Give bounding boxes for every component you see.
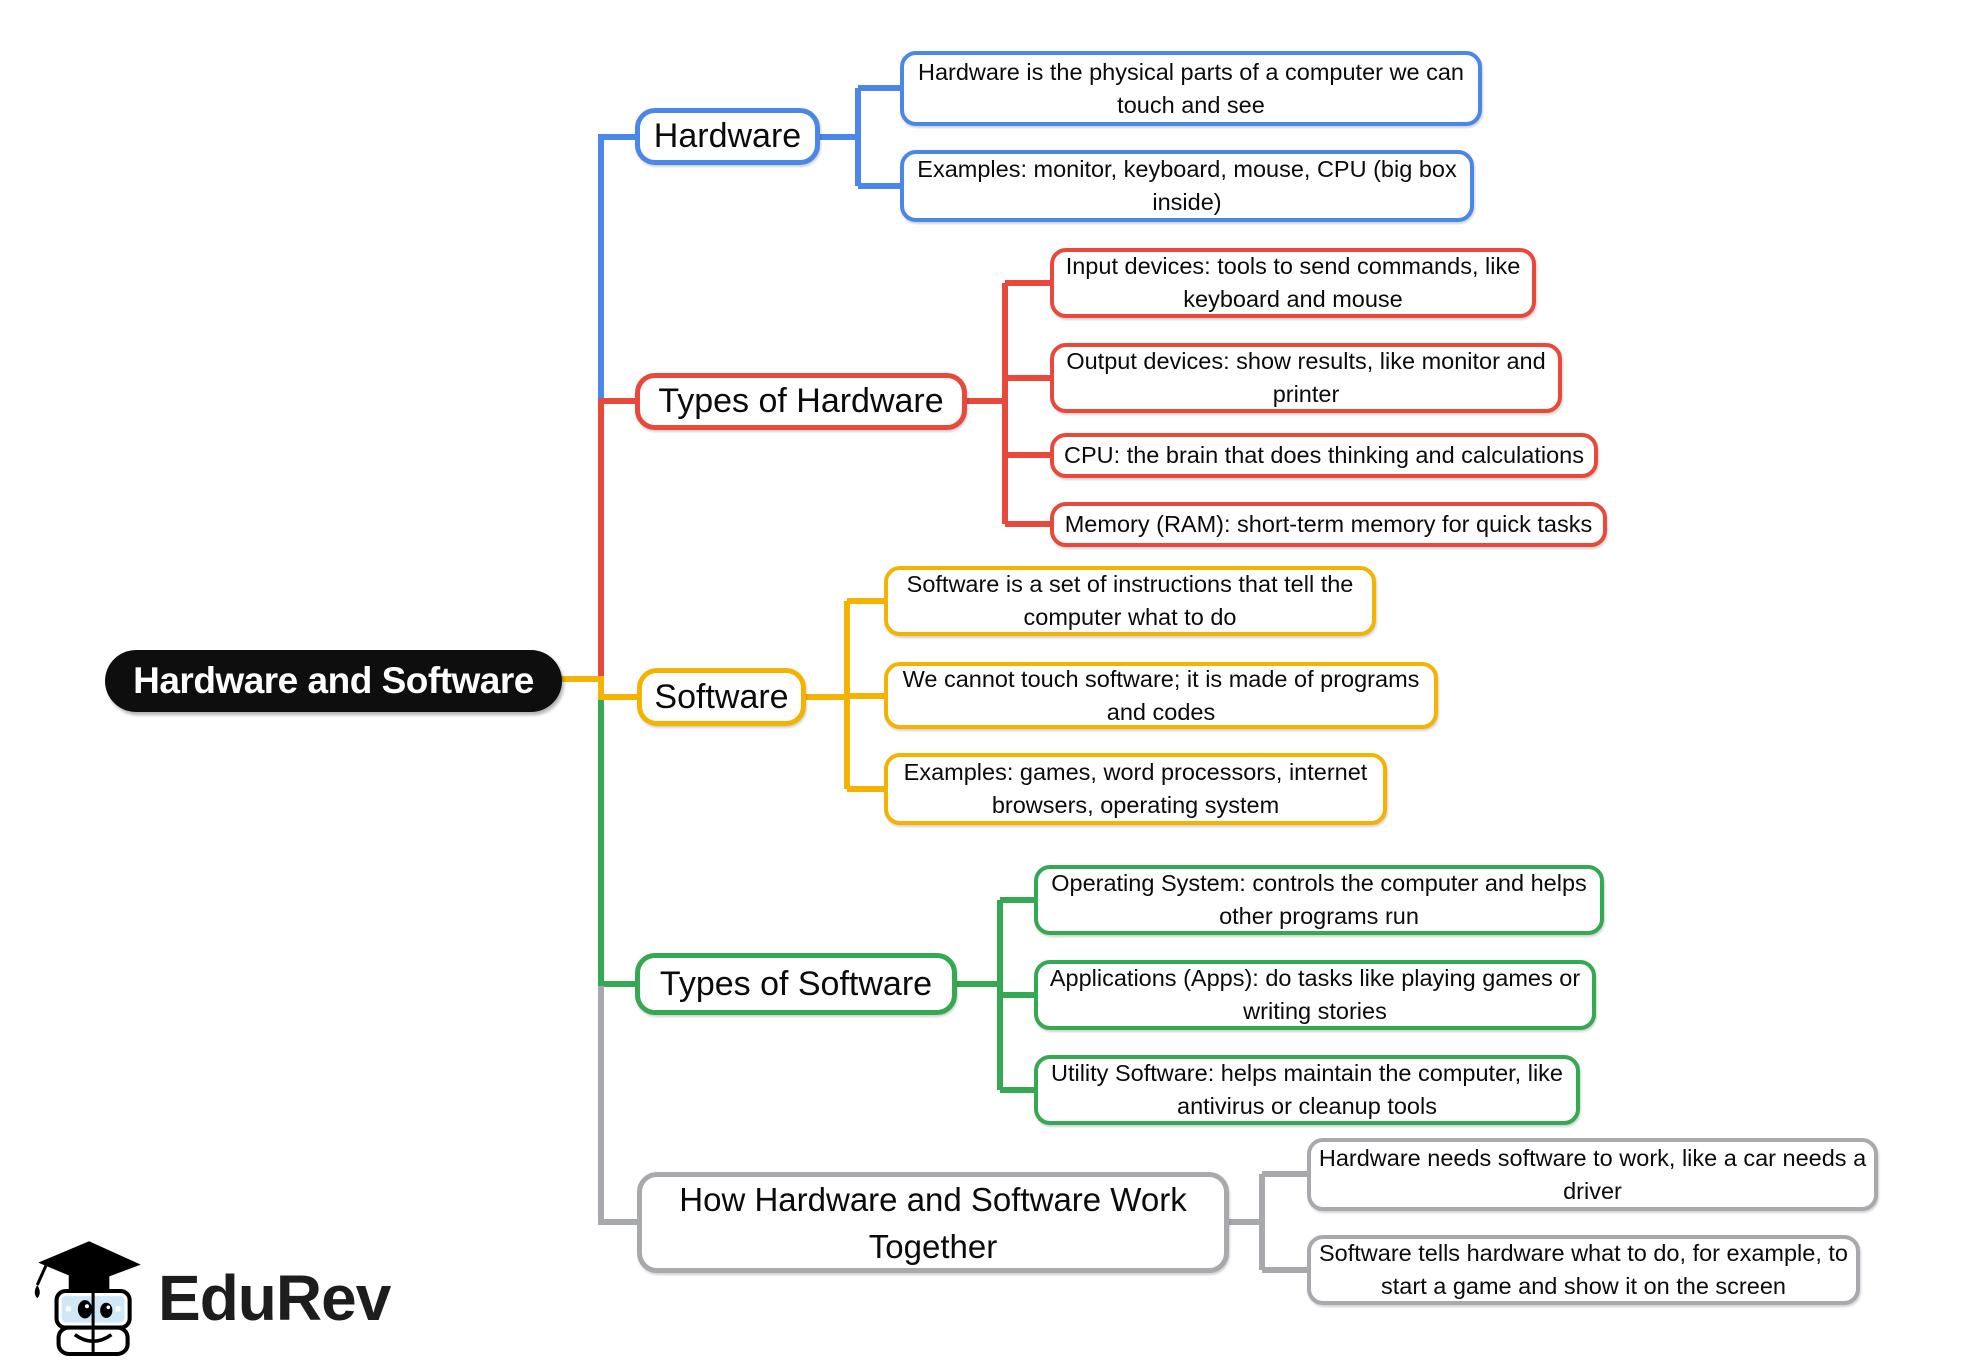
connector-types-of-software-branch [598,697,1040,1093]
branch-node-software: Software [637,668,806,726]
edurev-logo: EduRev [26,1222,391,1356]
connector-hardware-branch [598,85,905,401]
leaf-hardware-examples: Examples: monitor, keyboard, mouse, CPU … [900,150,1474,222]
leaf-hardware-needs-software: Hardware needs software to work, like a … [1307,1138,1878,1211]
leaf-software-examples: Examples: games, word processors, intern… [884,753,1387,825]
leaf-memory-ram: Memory (RAM): short-term memory for quic… [1050,502,1607,547]
connector-types-of-hardware-branch [598,280,1055,681]
leaf-output-devices: Output devices: show results, like monit… [1050,343,1562,413]
edurev-logo-text: EduRev [158,1262,391,1334]
edurev-mascot-icon [34,1241,141,1356]
connector-how-together-branch [598,986,1313,1273]
branch-node-how-together: How Hardware and Software Work Together [637,1172,1229,1273]
branch-node-types-of-software: Types of Software [635,953,957,1015]
root-node-hardware-and-software: Hardware and Software [105,650,562,712]
branch-node-types-of-hardware: Types of Hardware [635,373,967,430]
leaf-software-intangible: We cannot touch software; it is made of … [884,662,1438,729]
leaf-operating-system: Operating System: controls the computer … [1034,865,1604,935]
leaf-hardware-definition: Hardware is the physical parts of a comp… [900,51,1482,126]
leaf-software-definition: Software is a set of instructions that t… [884,566,1376,636]
connector-software-branch [556,598,890,792]
leaf-cpu: CPU: the brain that does thinking and ca… [1050,433,1598,478]
branch-node-hardware: Hardware [635,108,820,165]
leaf-applications: Applications (Apps): do tasks like playi… [1034,960,1596,1030]
leaf-software-tells-hardware: Software tells hardware what to do, for … [1307,1235,1860,1305]
leaf-input-devices: Input devices: tools to send commands, l… [1050,248,1536,318]
leaf-utility-software: Utility Software: helps maintain the com… [1034,1055,1580,1125]
